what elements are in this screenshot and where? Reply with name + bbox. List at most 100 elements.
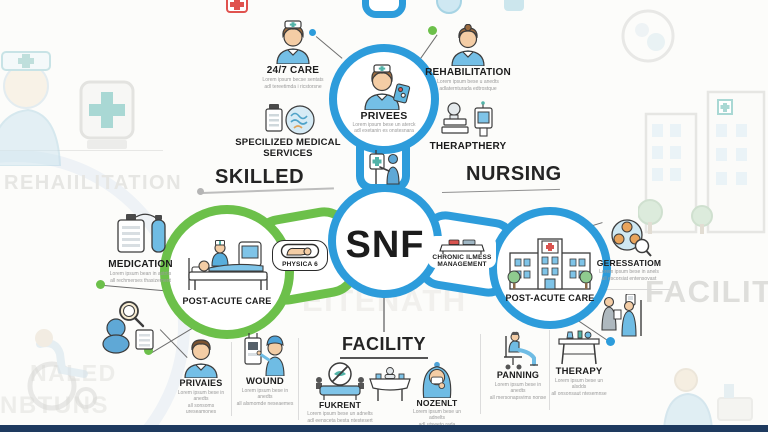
group-care-icon [611, 219, 652, 257]
hooded-resident-icon [422, 361, 452, 398]
recliner-patient-icon [504, 331, 538, 370]
satellite-nozenlt: NOZENLT Lorem ipsum bese un adnelts adl … [406, 360, 468, 432]
circle-watermark-icon [621, 9, 675, 63]
physical-label: PHYSICA 6 [282, 261, 318, 268]
satellite-subtext: Lorem ipsum bese in anedts [241, 388, 289, 401]
assisted-walking-icon [601, 294, 642, 337]
satellite-fukrent: FUKRENT Lorem ipsum bese un adnelts adl … [306, 362, 374, 424]
heading-nursing: NURSING [466, 163, 562, 185]
bg-word-facility-right: FACILITY [645, 274, 768, 309]
node-left-label: POST-ACUTE CARE [182, 295, 272, 306]
nurse-watermark-icon [0, 51, 62, 166]
satellite-subtext: adl tereetimda i ricstorsne [264, 84, 322, 90]
satellite-therapthery: THERAPTHERY [412, 100, 524, 152]
satellite-privaies: PRIVAIES Lorem ipsum bese in anedts all … [172, 336, 230, 415]
satellite-subtext: adl eensceta besta ntestesert [307, 418, 373, 425]
satellite-label: PANNING [496, 370, 540, 380]
bottom-navy-bar [0, 425, 768, 432]
node-top-subtext: Lorem ipsum bese un aterck [352, 122, 416, 129]
stamp-device-icon [441, 101, 493, 137]
satellite-label: THERAPY [555, 366, 603, 377]
satellite-subtext: Lorem ipsum bese u anedts [437, 79, 499, 85]
nurse-icon [364, 64, 411, 110]
satellite-medication: MEDICATION Lorem ipsum bean in astrtls a… [88, 212, 193, 284]
satellite-panning: PANNING Lorem ipsum bese in anedts all m… [488, 330, 548, 401]
satellite-24-7-care: 24/7 CARE Lorem ipsum becse sentats adl … [240, 20, 346, 90]
satellite-subtext: Lorem ipsum bese un adnelts [412, 409, 462, 422]
line-endpoint-dot [309, 29, 316, 36]
satellite-geressation: GERESSATIOM Lorem ipsum bese in anels al… [585, 214, 673, 282]
satellite-label: REHABILITATION [425, 67, 511, 78]
satellite-label: 24/7 CARE [266, 65, 320, 76]
satellite-subtext: all alsmomde neseaemes [236, 401, 294, 408]
satellite-therapy: THERAPY Lorem ipsum bese un alsdds all o… [550, 328, 608, 397]
restricted-bed-icon [316, 362, 364, 400]
snf-title: SNF [345, 224, 425, 267]
assessment-search-icon [102, 301, 154, 354]
satellite-subtext: Lorem ipsum bese in anels [599, 269, 659, 276]
divider [231, 342, 232, 416]
satellite-label: NOZENLT [416, 398, 458, 408]
chronic-label-line2: MANAGEMENT [437, 261, 487, 269]
satellite-subtext: Lorem ipsum bese un adnelts [307, 411, 373, 418]
chronic-label-line1: CHRONIC ILMESS [432, 254, 492, 261]
wheelchair-watermark-icon [27, 329, 97, 411]
skilled-rule-dot [197, 188, 204, 195]
satellite-subtext: all sonsoms ureseamones [185, 402, 217, 415]
node-right-label: POST-ACUTE CARE [505, 292, 595, 303]
satellite-subtext: all rechmerses thasizement [110, 278, 171, 284]
satellite-label: PRIVAIES [179, 378, 223, 388]
hospital-icon [507, 237, 593, 290]
iv-walker-icon [369, 150, 400, 185]
satellite-label: GERESSATIOM [596, 258, 662, 268]
line-endpoint-dot [606, 337, 615, 346]
satellite-subtext: Lorem ipsum bese in anedts [494, 381, 542, 394]
nursing-rule [441, 188, 560, 194]
satellite-rehabilitation: REHABILITATION Lorem ipsum bese u anedts… [414, 24, 522, 92]
red-cross-fragment-icon [226, 0, 248, 13]
nurse-small-icon [276, 20, 310, 64]
caregiver-watermark-icon [662, 368, 753, 430]
facility-rule [340, 357, 428, 359]
divider [549, 330, 550, 410]
satellite-label: SERVICES [263, 148, 313, 160]
divider [298, 338, 299, 420]
line-endpoint-dot [428, 26, 437, 35]
facility-stem-line [383, 298, 385, 332]
satellite-subtext: Lorem ipsum bean in astrtls [109, 271, 172, 277]
top-tube-fragment [362, 0, 406, 18]
patient-bed-icon [188, 239, 268, 290]
node-top-circle: PRIVEES Lorem ipsum bese un aterck adl e… [329, 44, 439, 154]
satellite-label: THERAPTHERY [429, 141, 507, 152]
heading-facility: FACILITY [342, 334, 426, 354]
buildings-watermark-icon [638, 90, 766, 234]
node-left-circle: POST-ACUTE CARE [160, 205, 294, 339]
line-endpoint-dot [144, 346, 153, 355]
therapist-icon [451, 24, 485, 66]
satellite-label: WOUND [246, 376, 284, 387]
satellite-wound: WOUND Lorem ipsum bese in anedts all als… [234, 332, 296, 407]
arm-strength-icon [280, 243, 320, 259]
cross-shield-watermark-icon [79, 80, 135, 149]
satellite-subtext: Lorem ipsum bese in anedts [177, 389, 225, 402]
satellite-label: SPECILIZED MEDICAL [235, 137, 341, 148]
teal-bits-fragment [504, 0, 524, 11]
geressation-rule [596, 289, 670, 290]
physical-blob: PHYSICA 6 [272, 240, 328, 272]
chronic-blob: CHRONIC ILMESS MANAGEMENT [428, 236, 496, 269]
bg-line-left [0, 150, 163, 151]
iv-care-icon [244, 333, 285, 376]
care-bed-icon [439, 239, 485, 254]
heading-skilled: SKILLED [215, 166, 305, 188]
satellite-subtext: adlaternturada edtrostque [439, 86, 497, 92]
medicine-brain-icon [265, 104, 315, 135]
node-center-snf: SNF [328, 184, 442, 298]
satellite-subtext: all escorsiat entensovast [601, 276, 657, 283]
satellite-subtext: all onsonsaut ntesemnse [551, 391, 607, 398]
satellite-label: MEDICATION [108, 259, 173, 270]
teal-circle-fragment [436, 0, 462, 14]
oxygen-tanks-icon [116, 213, 166, 253]
divider [480, 334, 481, 414]
satellite-subtext: all mersonapsvims nonse [489, 394, 547, 401]
dining-table-icon [369, 367, 411, 401]
